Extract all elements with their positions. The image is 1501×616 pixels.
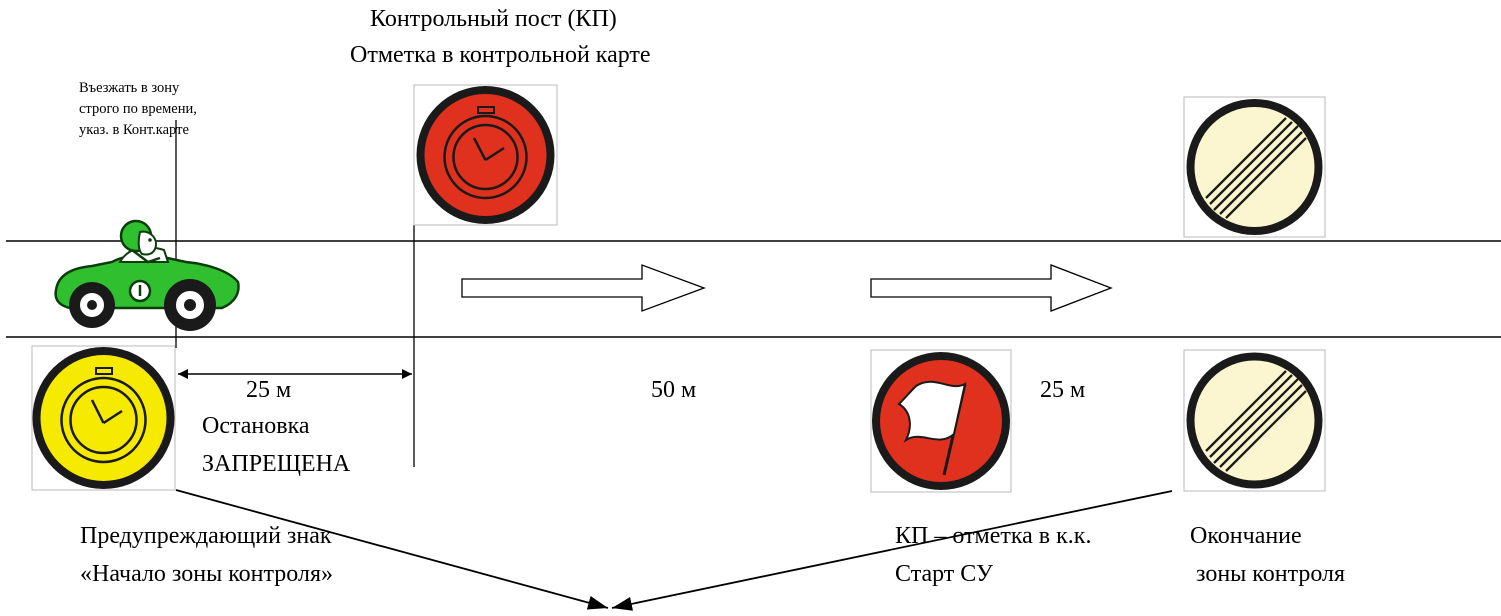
- warning-sign-label-2: «Начало зоны контроля»: [80, 561, 334, 587]
- warning-pointer-arrow: [175, 489, 609, 610]
- no-stop-line-1: Остановка: [202, 413, 310, 439]
- cp-title-line-1: Контрольный пост (КП): [370, 6, 617, 32]
- end-of-restrictions-sign-icon: [1183, 96, 1326, 238]
- entry-note-line-3: указ. в Конт.карте: [79, 122, 189, 138]
- end-zone-label-1: Окончание: [1190, 523, 1302, 549]
- end-of-restrictions-sign-icon: [1183, 349, 1326, 492]
- entry-note-line-1: Въезжать в зону: [79, 80, 180, 96]
- warning-sign-label-1: Предупреждающий знак: [80, 523, 332, 549]
- right-arrow-icon: [870, 264, 1113, 312]
- clock-red-sign-icon: [413, 84, 558, 226]
- flag-red-sign-icon: [870, 349, 1012, 493]
- distance-25m-right: 25 м: [1040, 377, 1086, 403]
- right-arrow-icon: [461, 264, 706, 312]
- end-zone-pointer-arrow: [611, 490, 1173, 611]
- cp-start-label-1: КП – отметка в к.к.: [895, 523, 1092, 549]
- distance-50m: 50 м: [651, 377, 697, 403]
- clock-yellow-sign-icon: [31, 345, 176, 491]
- cp-title-line-2: Отметка в контрольной карте: [350, 42, 651, 68]
- car-icon: [54, 219, 240, 331]
- no-stop-line-2: ЗАПРЕЩЕНА: [202, 451, 351, 477]
- distance-25m-left: 25 м: [246, 377, 292, 403]
- entry-note-line-2: строго по времени,: [79, 101, 197, 117]
- end-zone-label-2: зоны контроля: [1190, 561, 1346, 587]
- cp-start-label-2: Старт СУ: [895, 561, 993, 587]
